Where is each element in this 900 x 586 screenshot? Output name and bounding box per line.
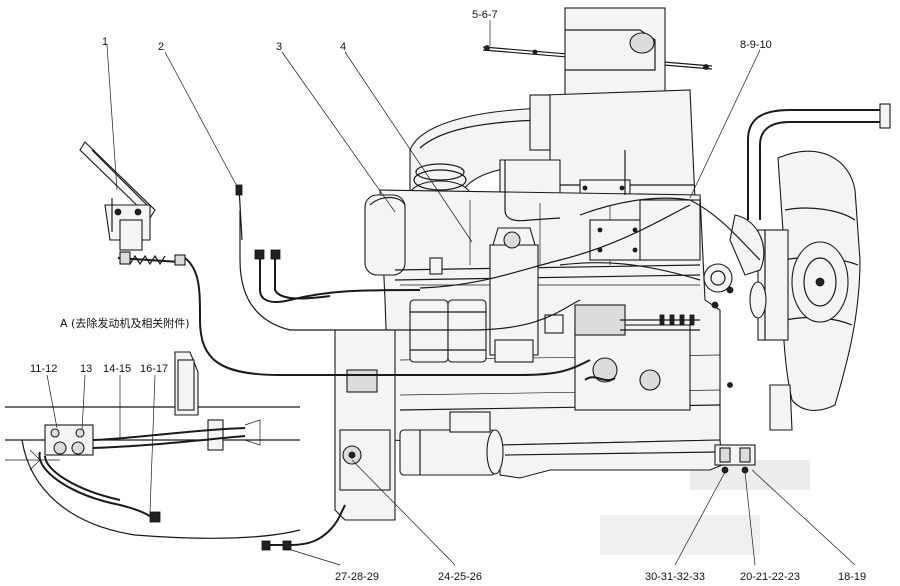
starter-motor: [399, 411, 504, 476]
label-part-8-9-10: 8-9-10: [740, 39, 772, 51]
label-part-18-19: 18-19: [838, 571, 866, 583]
alternator: [703, 214, 793, 431]
label-part-3: 3: [276, 41, 282, 53]
label-part-27-28-29: 27-28-29: [335, 571, 379, 583]
wire-harness: [261, 504, 346, 551]
label-part-20-21-22-23: 20-21-22-23: [740, 571, 800, 583]
label-part-13: 13: [80, 363, 92, 375]
fuel-filters: [409, 227, 564, 363]
oil-pan: [499, 439, 723, 479]
label-part-14-15: 14-15: [103, 363, 131, 375]
label-part-1: 1: [102, 36, 108, 48]
label-part-30-31-32-33: 30-31-32-33: [645, 571, 705, 583]
air-intake-housing: [544, 7, 696, 201]
throttle-cable: [184, 199, 761, 376]
detail-view-a: [5, 351, 301, 539]
label-part-11-12: 11-12: [30, 363, 57, 375]
part-labels: 1 2 3 4 5-6-7 8-9-10 A (去除发动机及相关附件) 11-1…: [30, 9, 866, 583]
exhaust-pipe-bits: [504, 150, 691, 222]
leader-lines: [46, 20, 856, 566]
flywheel-housing: [334, 329, 396, 521]
coolant-pipe-top: [747, 103, 891, 220]
watermark-shapes: [600, 460, 810, 555]
fan-assembly: [757, 150, 861, 411]
accelerator-pedal: [79, 141, 186, 266]
label-part-16-17: 16-17: [140, 363, 168, 375]
label-part-2: 2: [158, 41, 164, 53]
label-part-5-6-7: 5-6-7: [472, 9, 498, 21]
label-part-24-25-26: 24-25-26: [438, 571, 482, 583]
label-part-4: 4: [340, 41, 346, 53]
detail-caption: A (去除发动机及相关附件): [60, 316, 190, 330]
part-2-rod: [235, 184, 243, 241]
injection-pump: [574, 304, 733, 411]
